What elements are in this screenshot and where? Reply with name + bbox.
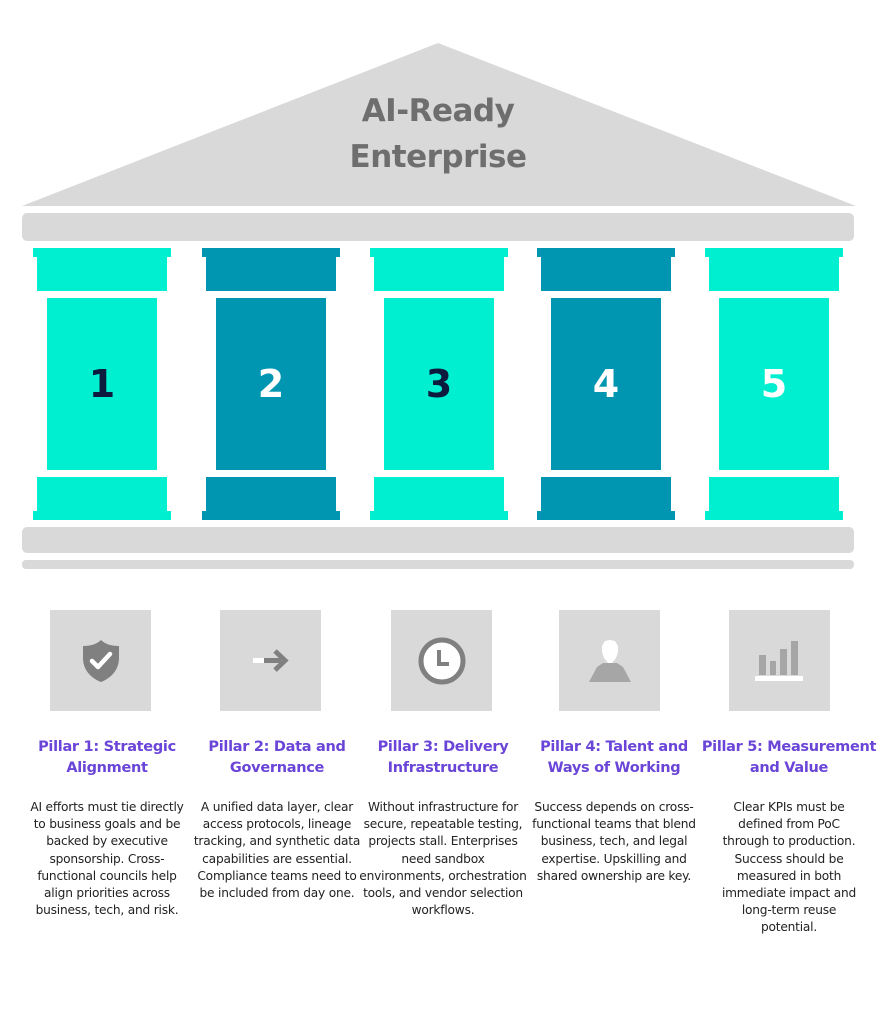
pillar-plinth xyxy=(705,511,843,520)
pillar-description-2: Pillar 2: Data and Governance A unified … xyxy=(193,737,361,902)
pillar-number: 2 xyxy=(257,362,285,406)
pillar-body: AI efforts must tie directly to business… xyxy=(30,800,184,918)
pillar-base xyxy=(709,477,839,511)
bar-chart-icon xyxy=(754,640,803,681)
pillar-description-1: Pillar 1: Strategic Alignment AI efforts… xyxy=(23,737,191,919)
pillar-1: 1 xyxy=(33,248,171,520)
roof-triangle xyxy=(22,43,856,206)
pillar-base xyxy=(374,477,504,511)
entablature-bar xyxy=(22,213,854,241)
pillar-capital-top xyxy=(370,248,508,257)
pillar-body: Clear KPIs must be defined from PoC thro… xyxy=(721,800,857,935)
pillar-plinth xyxy=(202,511,340,520)
pillar-shaft: 5 xyxy=(719,298,829,470)
pillar-capital xyxy=(206,256,336,291)
foundation-bar xyxy=(22,527,854,553)
icon-box-4 xyxy=(559,610,660,711)
roof-pediment xyxy=(22,43,856,206)
pillar-heading: Pillar 4: Talent and Ways of Working xyxy=(540,739,688,776)
pillar-number: 1 xyxy=(88,362,116,406)
pillar-number: 4 xyxy=(592,362,620,406)
pillar-5: 5 xyxy=(705,248,843,520)
pillar-number: 5 xyxy=(760,362,788,406)
pillar-heading: Pillar 2: Data and Governance xyxy=(208,739,346,776)
pillar-plinth xyxy=(33,511,171,520)
icon-box-5 xyxy=(729,610,830,711)
pillar-shaft: 4 xyxy=(551,298,661,470)
pillar-plinth xyxy=(537,511,675,520)
icon-box-3 xyxy=(391,610,492,711)
pillar-shaft: 1 xyxy=(47,298,157,470)
pillar-capital xyxy=(37,256,167,291)
pillar-capital-top xyxy=(537,248,675,257)
pillar-shaft: 2 xyxy=(216,298,326,470)
pillar-base xyxy=(37,477,167,511)
person-icon xyxy=(588,639,631,682)
foundation-step xyxy=(22,560,854,569)
pillar-plinth xyxy=(370,511,508,520)
pillar-capital-top xyxy=(202,248,340,257)
pillar-2: 2 xyxy=(202,248,340,520)
icon-box-1 xyxy=(50,610,151,711)
pillar-shaft: 3 xyxy=(384,298,494,470)
pillar-description-3: Pillar 3: Delivery Infrastructure Withou… xyxy=(359,737,527,919)
diagram-title-line1: AI-Ready xyxy=(361,93,515,129)
shield-check-icon xyxy=(82,639,119,682)
pillar-body: Success depends on cross-functional team… xyxy=(532,800,696,883)
arrow-right-icon xyxy=(252,648,289,672)
pillar-capital xyxy=(709,256,839,291)
icon-box-2 xyxy=(220,610,321,711)
pillar-capital-top xyxy=(705,248,843,257)
pillar-capital-top xyxy=(33,248,171,257)
pillar-heading: Pillar 5: Measurement and Value xyxy=(701,739,877,776)
pillar-description-5: Pillar 5: Measurement and Value Clear KP… xyxy=(701,737,877,937)
pillar-number: 3 xyxy=(425,362,453,406)
pillar-capital xyxy=(374,256,504,291)
pillar-description-4: Pillar 4: Talent and Ways of Working Suc… xyxy=(530,737,698,885)
pillar-heading: Pillar 3: Delivery Infrastructure xyxy=(377,739,509,776)
clock-icon xyxy=(418,637,465,684)
pillar-4: 4 xyxy=(537,248,675,520)
pillar-capital xyxy=(541,256,671,291)
pillar-base xyxy=(206,477,336,511)
pillar-body: A unified data layer, clear access proto… xyxy=(193,800,361,901)
pillar-3: 3 xyxy=(370,248,508,520)
pillar-body: Without infrastructure for secure, repea… xyxy=(359,800,527,918)
diagram-title-line2: Enterprise xyxy=(349,139,527,175)
pillar-heading: Pillar 1: Strategic Alignment xyxy=(38,739,176,776)
pillar-base xyxy=(541,477,671,511)
